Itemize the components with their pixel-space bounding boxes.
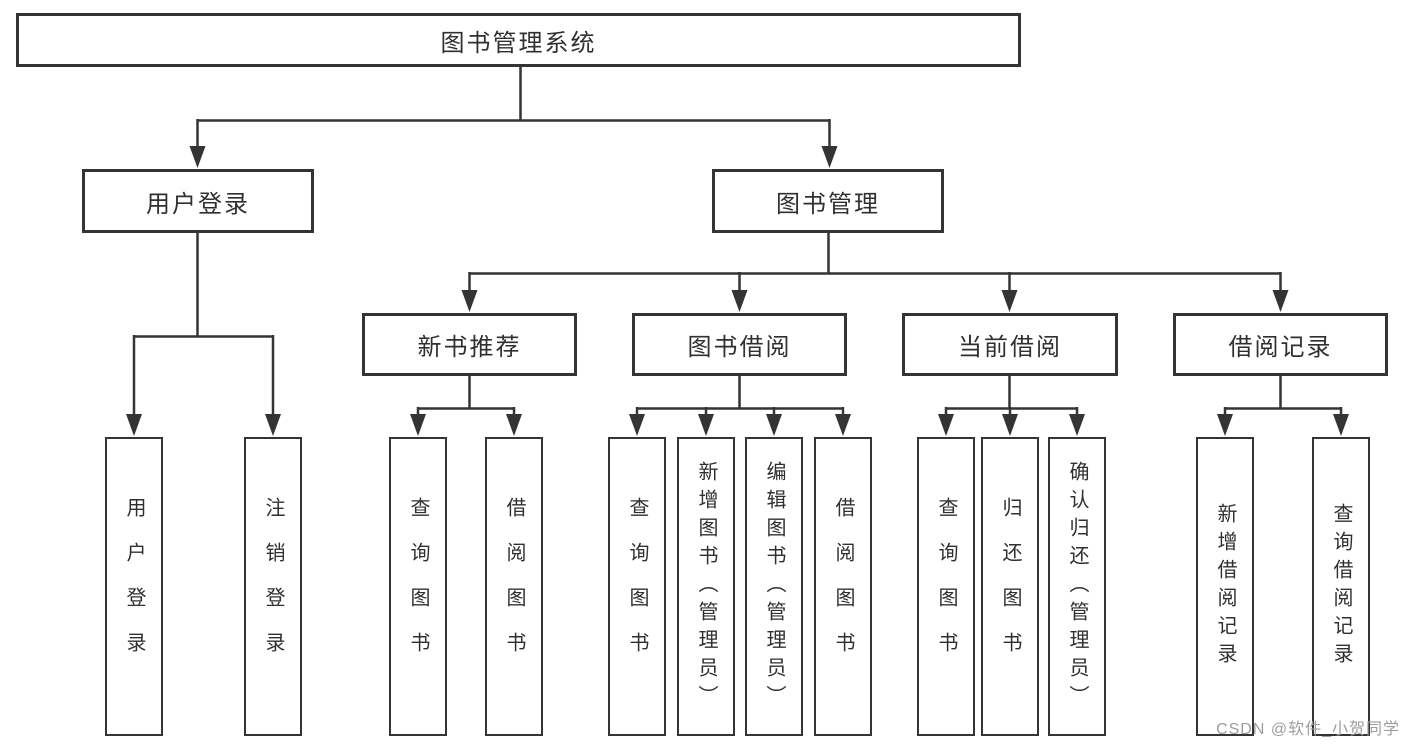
leaf-query-book-recommend: 查询图书 [389,437,447,736]
leaf-return-book: 归还图书 [981,437,1039,736]
node-book-borrowing-label: 图书借阅 [687,334,792,361]
leaf-logout-label: 注销登录 [262,496,284,677]
leaf-add-borrow-record: 新增借阅记录 [1196,437,1254,736]
leaf-add-borrow-record-label: 新增借阅记录 [1214,502,1236,671]
leaf-borrow-book-borrowing-label: 借阅图书 [832,496,854,677]
node-new-book-recommend: 新书推荐 [362,313,577,376]
leaf-user-login-label: 用户登录 [123,496,145,677]
node-user-login-label: 用户登录 [146,190,250,218]
leaf-query-book-recommend-label: 查询图书 [407,496,429,677]
node-root: 图书管理系统 [16,13,1021,67]
node-borrowing-records-label: 借阅记录 [1228,334,1333,361]
leaf-logout: 注销登录 [244,437,302,736]
leaf-borrow-book-recommend-label: 借阅图书 [503,496,525,677]
leaf-query-book-current: 查询图书 [917,437,975,736]
node-root-label: 图书管理系统 [440,29,597,57]
csdn-watermark: CSDN @软件_小贺同学 [1216,721,1400,738]
leaf-return-book-label: 归还图书 [999,496,1021,677]
node-new-book-recommend-label: 新书推荐 [417,334,522,361]
node-borrowing-records: 借阅记录 [1173,313,1388,376]
leaf-borrow-book-recommend: 借阅图书 [485,437,543,736]
node-book-borrowing: 图书借阅 [632,313,847,376]
leaf-query-borrow-record-label: 查询借阅记录 [1330,502,1352,671]
node-current-borrowing: 当前借阅 [902,313,1118,376]
node-user-login: 用户登录 [82,169,314,233]
leaf-add-book-admin-label: 新增图书（管理员） [695,460,717,713]
leaf-query-book-borrowing: 查询图书 [608,437,666,736]
node-book-management-label: 图书管理 [776,190,880,218]
connector-segments [132,67,1343,417]
leaf-query-book-current-label: 查询图书 [935,496,957,677]
node-current-borrowing-label: 当前借阅 [958,334,1062,361]
leaf-query-book-borrowing-label: 查询图书 [626,496,648,677]
leaf-edit-book-admin: 编辑图书（管理员） [745,437,803,736]
arrowheads [126,146,1349,436]
node-book-management: 图书管理 [712,169,944,233]
leaf-query-borrow-record: 查询借阅记录 [1312,437,1370,736]
leaf-confirm-return-admin-label: 确认归还（管理员） [1066,460,1088,713]
leaf-user-login: 用户登录 [105,437,163,736]
leaf-borrow-book-borrowing: 借阅图书 [814,437,872,736]
leaf-add-book-admin: 新增图书（管理员） [677,437,735,736]
leaf-edit-book-admin-label: 编辑图书（管理员） [763,460,785,713]
leaf-confirm-return-admin: 确认归还（管理员） [1048,437,1106,736]
